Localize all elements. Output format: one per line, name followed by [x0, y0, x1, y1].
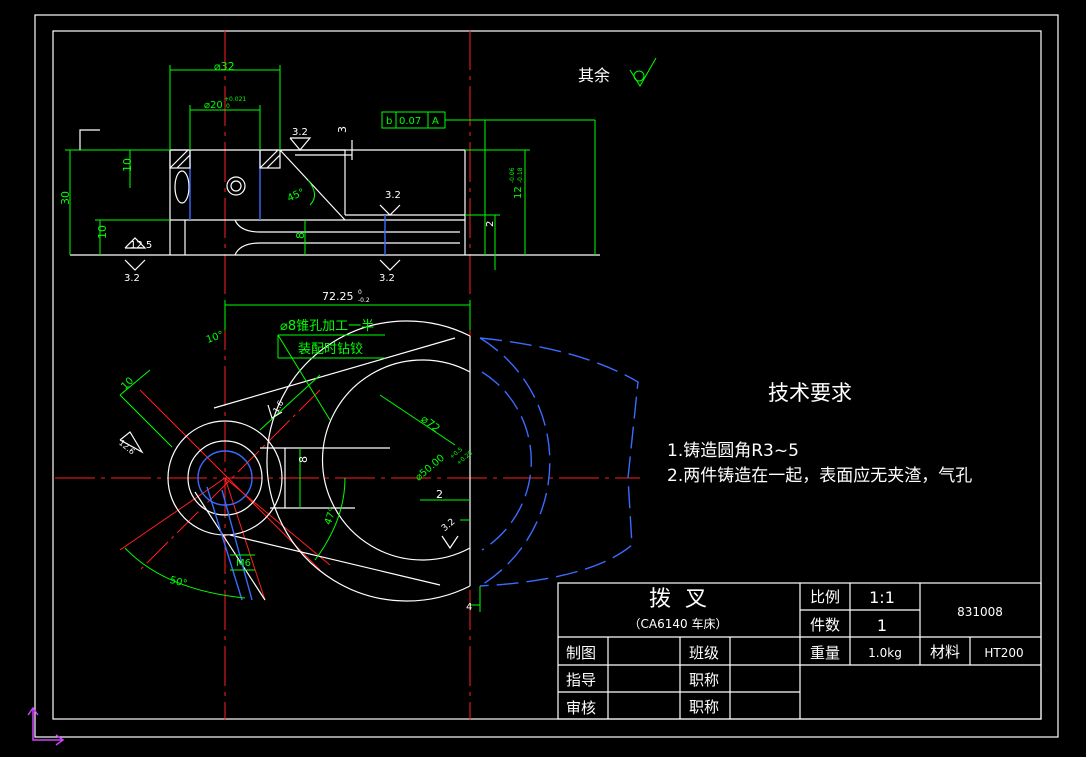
dim-12-up: -0.06 [509, 167, 516, 183]
top-view: ⌀32 ⌀20 +0.021 0 3.2 3 10 30 10 12.5 3.2… [59, 60, 600, 284]
dim-2b: 2 [436, 488, 443, 501]
guide-label: 指导 [566, 671, 596, 689]
dim-d20-tol-up: +0.021 [224, 96, 246, 103]
dim-30: 30 [59, 191, 72, 205]
tol-value: 0.07 [399, 116, 421, 127]
angle-10: 10° [205, 330, 225, 346]
dim-72-low: -0.2 [358, 297, 370, 304]
dim-8b: 8 [297, 456, 310, 463]
made-by-label: 制图 [566, 644, 596, 662]
angle-47: 47° [323, 506, 339, 526]
roughness-left: 3.2 [124, 273, 140, 284]
part-subtitle: （CA6140 车床） [629, 616, 728, 631]
tech-req-item-1: 1.铸造圆角R3~5 [667, 441, 799, 461]
dim-10a: 10 [121, 158, 134, 172]
dim-2-top: 2 [485, 221, 496, 227]
dim-12-low: -0.18 [517, 167, 524, 183]
dim-d72: ⌀72 [418, 412, 442, 435]
qty-value: 1 [877, 616, 887, 635]
hole-note-2: 装配时钻铰 [298, 342, 363, 357]
material-value: HT200 [984, 646, 1023, 660]
roughness-c: 3.2 [440, 517, 457, 534]
roughness-mid: 3.2 [385, 190, 401, 201]
dim-8: 8 [294, 232, 307, 239]
outer-border [34, 14, 1059, 738]
hole-note-1: ⌀8锥孔加工一半 [280, 319, 374, 334]
roughness-note: 其余 [578, 57, 657, 87]
dim-12: 12 [513, 186, 524, 199]
review-label: 审核 [566, 699, 596, 717]
roughness-12-6: 12.6 [117, 438, 136, 456]
roughness-note-text: 其余 [578, 66, 610, 85]
roughness-bottom: 3.2 [379, 273, 395, 284]
front-view: 72.25 0 -0.2 ⌀8锥孔加工一半 装配时钻铰 10° 10 1.6 1… [117, 289, 639, 613]
tech-req-item-2: 2.两件铸造在一起，表面应无夹渣，气孔 [667, 466, 972, 486]
material-label: 材料 [930, 643, 960, 661]
title2-label: 职称 [689, 698, 719, 716]
tol-b: b [386, 116, 392, 127]
inner-border [52, 30, 1042, 720]
drawing-number: 831008 [957, 605, 1003, 619]
qty-label: 件数 [810, 616, 840, 634]
weight-label: 重量 [810, 644, 840, 662]
ucs-icon [27, 706, 65, 746]
dim-72: 72.25 [322, 290, 354, 303]
roughness-top: 3.2 [292, 127, 308, 138]
roughness-12-5: 12.5 [130, 240, 152, 251]
roughness-1-6: 1.6 [271, 399, 285, 415]
title-block: 拨 叉 （CA6140 车床） 比例 1:1 件数 1 831008 重量 1.… [557, 582, 1042, 720]
angle-50: 50° [168, 575, 188, 590]
dim-d50: ⌀50.00 [413, 453, 447, 484]
scale-value: 1:1 [869, 588, 895, 607]
dim-10b: 10 [96, 225, 109, 239]
tol-a: A [432, 116, 439, 127]
dim-72-up: 0 [358, 289, 362, 296]
dim-3: 3 [336, 126, 349, 133]
angle-45: 45° [286, 187, 307, 204]
class-label: 班级 [689, 644, 719, 662]
dim-d20-tol-low: 0 [226, 103, 230, 110]
dim-d32: ⌀32 [214, 60, 235, 73]
weight-value: 1.0kg [868, 646, 902, 660]
drawing-frame [34, 14, 1059, 738]
title1-label: 职称 [689, 671, 719, 689]
part-name: 拨 叉 [649, 587, 707, 612]
dim-10c: 10 [119, 375, 136, 392]
scale-label: 比例 [810, 588, 840, 606]
dim-4: 4 [466, 602, 472, 613]
technical-requirements: 技术要求 1.铸造圆角R3~5 2.两件铸造在一起，表面应无夹渣，气孔 [667, 381, 972, 486]
dim-d20: ⌀20 [204, 100, 223, 111]
dim-m6: M6 [236, 558, 251, 569]
tech-req-heading: 技术要求 [768, 381, 852, 405]
